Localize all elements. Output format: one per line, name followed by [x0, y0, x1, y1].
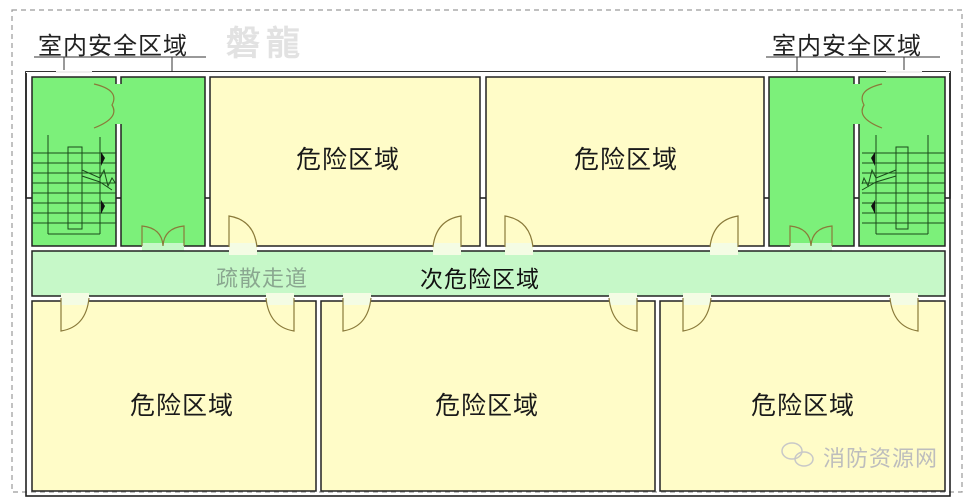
watermark-top: 磐龍 — [226, 24, 306, 64]
label-danger-bottom-2: 危险区域 — [435, 391, 540, 420]
wechat-logo-icon — [781, 442, 814, 467]
door-icon — [861, 83, 883, 129]
label-danger-bottom-3: 危险区域 — [751, 391, 856, 420]
safe-zone-left — [31, 76, 206, 251]
bottom-room-doors — [60, 293, 919, 332]
brand-watermark: 消防资源网 — [823, 447, 939, 472]
label-evacuation-corridor: 疏散走道 — [216, 267, 309, 292]
label-safe-zone-left: 室内安全区域 — [38, 32, 188, 60]
label-safe-zone-right: 室内安全区域 — [772, 32, 922, 60]
danger-room-top-2 — [485, 76, 765, 247]
danger-room-top-1 — [209, 76, 481, 247]
stairs-icon — [32, 135, 117, 235]
door-icon — [93, 83, 115, 129]
label-danger-top-2: 危险区域 — [574, 145, 679, 174]
label-danger-bottom-1: 危险区域 — [130, 391, 235, 420]
label-sub-danger-zone: 次危险区域 — [420, 267, 540, 293]
corridor — [31, 250, 946, 297]
label-danger-top-1: 危险区域 — [296, 145, 401, 174]
stairs-icon — [861, 135, 945, 235]
dashed-border — [11, 9, 963, 493]
safe-zone-right — [768, 76, 946, 251]
danger-room-bottom-1 — [31, 300, 317, 492]
danger-room-bottom-2 — [320, 300, 656, 492]
top-room-doors — [228, 215, 739, 255]
double-door-icon — [789, 225, 833, 247]
danger-room-bottom-3 — [659, 300, 946, 492]
double-door-icon — [141, 225, 185, 247]
